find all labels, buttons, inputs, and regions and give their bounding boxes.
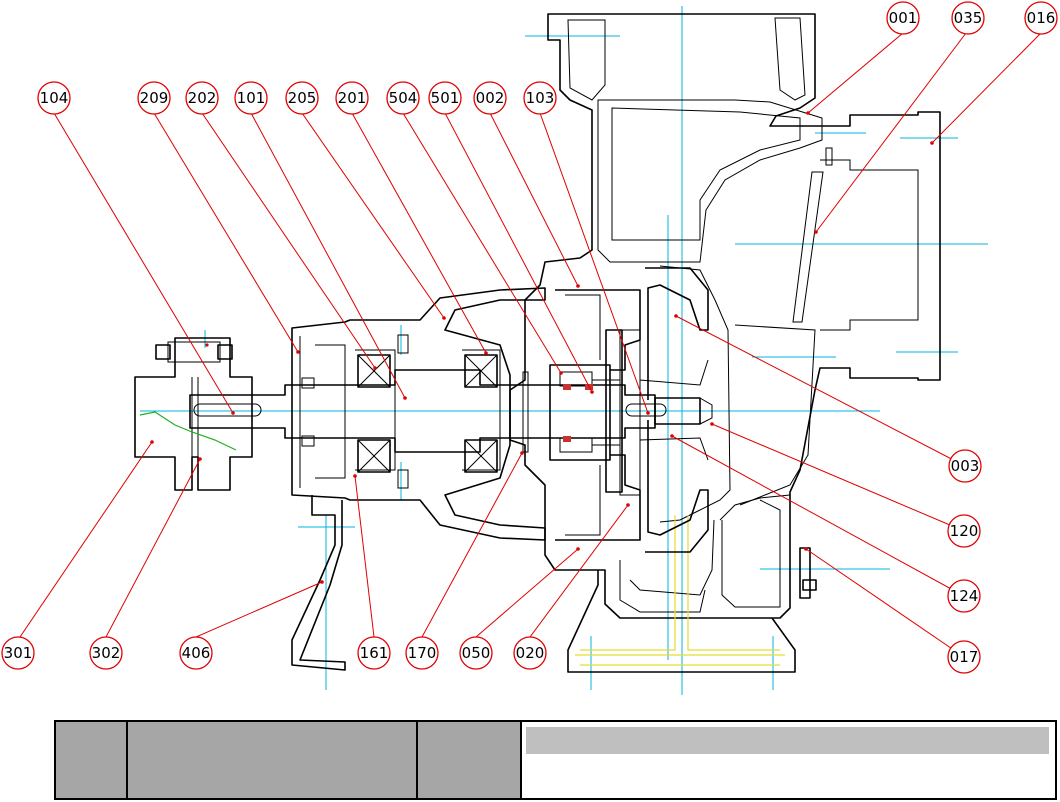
svg-text:201: 201 (338, 89, 367, 107)
legend-cell-3 (418, 722, 522, 798)
balloon-050: 050 (459, 636, 493, 670)
pump-casing (509, 13, 941, 673)
svg-text:406: 406 (182, 644, 211, 662)
balloon-301: 301 (1, 636, 35, 670)
balloon-001: 001 (886, 1, 920, 35)
legend-header-bar (526, 727, 1049, 754)
svg-text:501: 501 (431, 89, 460, 107)
balloon-124: 124 (947, 579, 981, 613)
svg-text:170: 170 (408, 644, 437, 662)
svg-text:003: 003 (951, 457, 980, 475)
coupling (134, 337, 253, 491)
balloon-035: 035 (951, 1, 985, 35)
balloon-205: 205 (285, 81, 319, 115)
svg-text:202: 202 (188, 89, 217, 107)
balloon-016: 016 (1024, 1, 1058, 35)
shaft-assembly (189, 287, 713, 671)
svg-text:020: 020 (516, 644, 545, 662)
svg-text:209: 209 (140, 89, 169, 107)
svg-text:504: 504 (389, 89, 418, 107)
svg-text:017: 017 (950, 648, 979, 666)
balloon-161: 161 (357, 636, 391, 670)
balloon-120: 120 (947, 514, 981, 548)
svg-text:103: 103 (526, 89, 555, 107)
balloon-406: 406 (179, 636, 213, 670)
parts-legend-table (54, 720, 1057, 800)
svg-text:161: 161 (360, 644, 389, 662)
balloon-002: 002 (473, 81, 507, 115)
part-balloons: 001 035 016 104 209 202 101 205 201 504 … (1, 1, 1058, 674)
balloon-020: 020 (513, 636, 547, 670)
svg-text:050: 050 (462, 644, 491, 662)
svg-text:035: 035 (954, 9, 983, 27)
balloon-504: 504 (386, 81, 420, 115)
balloon-017: 017 (947, 640, 981, 674)
balloon-101: 101 (234, 81, 268, 115)
svg-text:124: 124 (950, 587, 979, 605)
svg-text:002: 002 (476, 89, 505, 107)
leader-dots (150, 111, 934, 584)
balloon-170: 170 (405, 636, 439, 670)
svg-text:205: 205 (288, 89, 317, 107)
svg-text:302: 302 (92, 644, 121, 662)
balloon-103: 103 (523, 81, 557, 115)
svg-text:101: 101 (237, 89, 266, 107)
balloon-003: 003 (948, 449, 982, 483)
legend-cell-2 (128, 722, 418, 798)
svg-text:120: 120 (950, 522, 979, 540)
balloon-104: 104 (37, 81, 71, 115)
balloon-202: 202 (185, 81, 219, 115)
svg-text:016: 016 (1027, 9, 1056, 27)
svg-text:104: 104 (40, 89, 69, 107)
balloon-302: 302 (89, 636, 123, 670)
balloon-501: 501 (428, 81, 462, 115)
leader-lines (19, 32, 1042, 658)
balloon-209: 209 (137, 81, 171, 115)
impeller (605, 267, 709, 553)
legend-cell-4 (522, 722, 1055, 798)
svg-text:001: 001 (889, 9, 918, 27)
svg-text:301: 301 (4, 644, 33, 662)
balloon-201: 201 (335, 81, 369, 115)
legend-cell-1 (56, 722, 128, 798)
